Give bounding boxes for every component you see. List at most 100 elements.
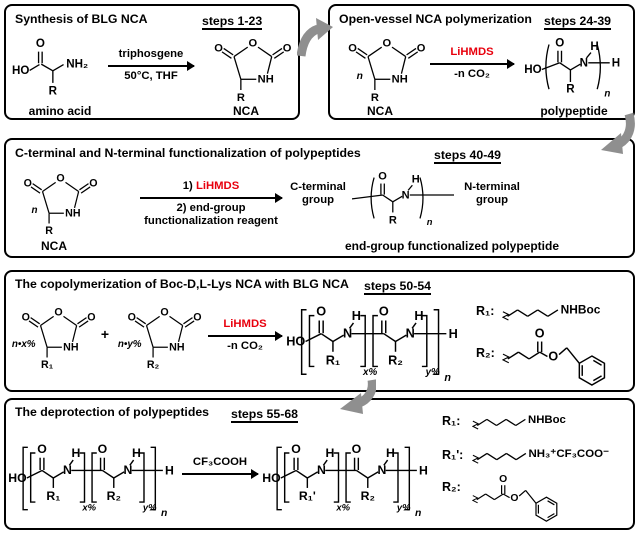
reaction-5: CF₃COOH bbox=[182, 456, 259, 480]
attachment-squiggle bbox=[472, 454, 480, 464]
atom-nh: NH bbox=[258, 74, 274, 86]
atom-r2: R₂ bbox=[361, 489, 375, 503]
atom-o: O bbox=[214, 42, 223, 54]
plus-sign: + bbox=[100, 326, 110, 342]
subscript-n: n bbox=[415, 508, 421, 519]
attachment-squiggle bbox=[502, 353, 511, 364]
atom-ho: HO bbox=[8, 471, 27, 485]
panel4-title: The copolymerization of Boc-D,L-Lys NCA … bbox=[15, 277, 349, 291]
atom-h: H bbox=[132, 446, 141, 460]
caption-nca: NCA bbox=[367, 104, 393, 118]
group-nhboc: NHBoc bbox=[561, 303, 601, 317]
caption-nca: NCA bbox=[233, 104, 259, 118]
panel1-title: Synthesis of BLG NCA bbox=[15, 12, 148, 26]
n-terminal-line2: group bbox=[476, 194, 508, 207]
atom-nh: NH bbox=[63, 342, 78, 354]
atom-o: O bbox=[36, 37, 45, 50]
deprotected-copolymer-structure: HO O R₁' N H x% O R₂ N H y% n H bbox=[262, 442, 428, 519]
caption-amino-acid: amino acid bbox=[28, 104, 92, 118]
subscript-y: y% bbox=[396, 503, 411, 514]
subscript-x: x% bbox=[335, 503, 350, 514]
flow-arrow-panel2-to-panel3 bbox=[601, 112, 635, 154]
panel1-steps: steps 1-23 bbox=[202, 14, 263, 31]
atom-o: O bbox=[128, 312, 136, 324]
atom-n: N bbox=[406, 326, 415, 341]
arrowhead bbox=[187, 61, 195, 72]
r1-nhboc-side-chain: NHBoc bbox=[502, 303, 601, 321]
reaction-arrow bbox=[430, 59, 515, 70]
reagent-step2-line2: functionalization reagent bbox=[144, 215, 278, 228]
caption-polypeptide: polypeptide bbox=[540, 104, 608, 118]
atom-r2: R₂ bbox=[107, 489, 121, 503]
atom-h: H bbox=[72, 446, 81, 460]
atom-o: O bbox=[352, 442, 362, 456]
panel5-title: The deprotection of polypeptides bbox=[15, 405, 210, 419]
atom-o: O bbox=[378, 170, 387, 182]
atom-n: N bbox=[317, 463, 326, 477]
flow-arrow-panel1-to-panel2 bbox=[297, 18, 333, 57]
atom-r1: R₁ bbox=[326, 352, 340, 367]
reaction-2: LiHMDS -n CO₂ bbox=[430, 46, 515, 81]
atom-o: O bbox=[160, 307, 168, 319]
attachment-squiggle bbox=[472, 420, 480, 430]
subscript-n: n bbox=[427, 217, 433, 227]
copolymer-structure: HO O R₁ N H x% O R₂ N H y% n H bbox=[286, 304, 458, 385]
panel-deprotection: The deprotection of polypeptides steps 5… bbox=[4, 398, 635, 530]
panel3-title: C-terminal and N-terminal functionalizat… bbox=[15, 146, 361, 160]
caption-end-group-polypeptide: end-group functionalized polypeptide bbox=[345, 239, 559, 253]
atom-n: N bbox=[124, 463, 133, 477]
panel-synthesis-blg-nca: Synthesis of BLG NCA steps 1-23 HO O NH₂… bbox=[4, 4, 300, 120]
group-nhboc: NHBoc bbox=[528, 414, 566, 426]
atom-h: H bbox=[414, 308, 423, 323]
arrowhead bbox=[275, 193, 283, 204]
atom-h: H bbox=[352, 308, 361, 323]
atom-o: O bbox=[87, 312, 95, 324]
atom-ho: HO bbox=[286, 333, 305, 348]
atom-h: H bbox=[590, 40, 598, 53]
atom-r: R bbox=[49, 84, 58, 97]
atom-o: O bbox=[283, 42, 292, 54]
atom-n: N bbox=[580, 56, 588, 69]
nca-structure: O O O NH R bbox=[214, 37, 292, 104]
attachment-squiggle bbox=[502, 311, 510, 321]
panel-end-group-functionalization: C-terminal and N-terminal functionalizat… bbox=[4, 138, 635, 258]
legend-r1-prime-label: R₁': bbox=[442, 448, 464, 462]
stoich-n: n bbox=[357, 71, 363, 82]
atom-h: H bbox=[165, 464, 174, 478]
stoich-nx: n•x% bbox=[12, 339, 36, 350]
atom-o: O bbox=[24, 178, 32, 190]
reagent-step1: 1) LiHMDS bbox=[140, 180, 282, 193]
atom-o: O bbox=[316, 304, 326, 319]
atom-ho: HO bbox=[262, 471, 281, 485]
atom-nh2: NH₂ bbox=[66, 58, 88, 71]
atom-o: O bbox=[548, 349, 558, 363]
atom-r: R bbox=[45, 225, 53, 237]
reaction-conditions: 50°C, THF bbox=[124, 70, 178, 83]
atom-r1-prime: R₁' bbox=[299, 489, 316, 503]
n-terminal-group-label: N-terminal group bbox=[456, 181, 528, 208]
r2-benzyl-ester-side-chain: O O bbox=[472, 474, 558, 522]
atom-h: H bbox=[449, 326, 458, 341]
functionalized-repeat-unit-structure: O R N H n bbox=[352, 170, 454, 227]
n-terminal-line1: N-terminal bbox=[464, 181, 520, 193]
subscript-x: x% bbox=[81, 503, 96, 514]
benzene-ring bbox=[535, 496, 558, 522]
r1-nhboc-side-chain: NHBoc bbox=[472, 414, 566, 430]
atom-n: N bbox=[343, 326, 352, 341]
panel5-steps: steps 55-68 bbox=[231, 407, 298, 424]
atom-r2: R₂ bbox=[147, 359, 160, 371]
reagent-tfa: CF₃COOH bbox=[192, 456, 248, 468]
atom-nh: NH bbox=[169, 342, 184, 354]
atom-h: H bbox=[412, 174, 420, 186]
boc-lys-nca-structure: n•x% O O O NH R₁ bbox=[12, 307, 96, 372]
caption-nca: NCA bbox=[41, 239, 67, 253]
group-ammonium-tfa-salt: NH₃⁺CF₃COO⁻ bbox=[528, 448, 609, 460]
reaction-arrow bbox=[108, 61, 195, 72]
reaction-1: triphosgene 50°C, THF bbox=[108, 48, 195, 83]
reaction-arrow bbox=[208, 331, 283, 342]
atom-r2: R₂ bbox=[388, 352, 403, 367]
panel4-steps: steps 50-54 bbox=[364, 279, 431, 296]
atom-o: O bbox=[348, 42, 357, 54]
atom-o: O bbox=[417, 42, 426, 54]
